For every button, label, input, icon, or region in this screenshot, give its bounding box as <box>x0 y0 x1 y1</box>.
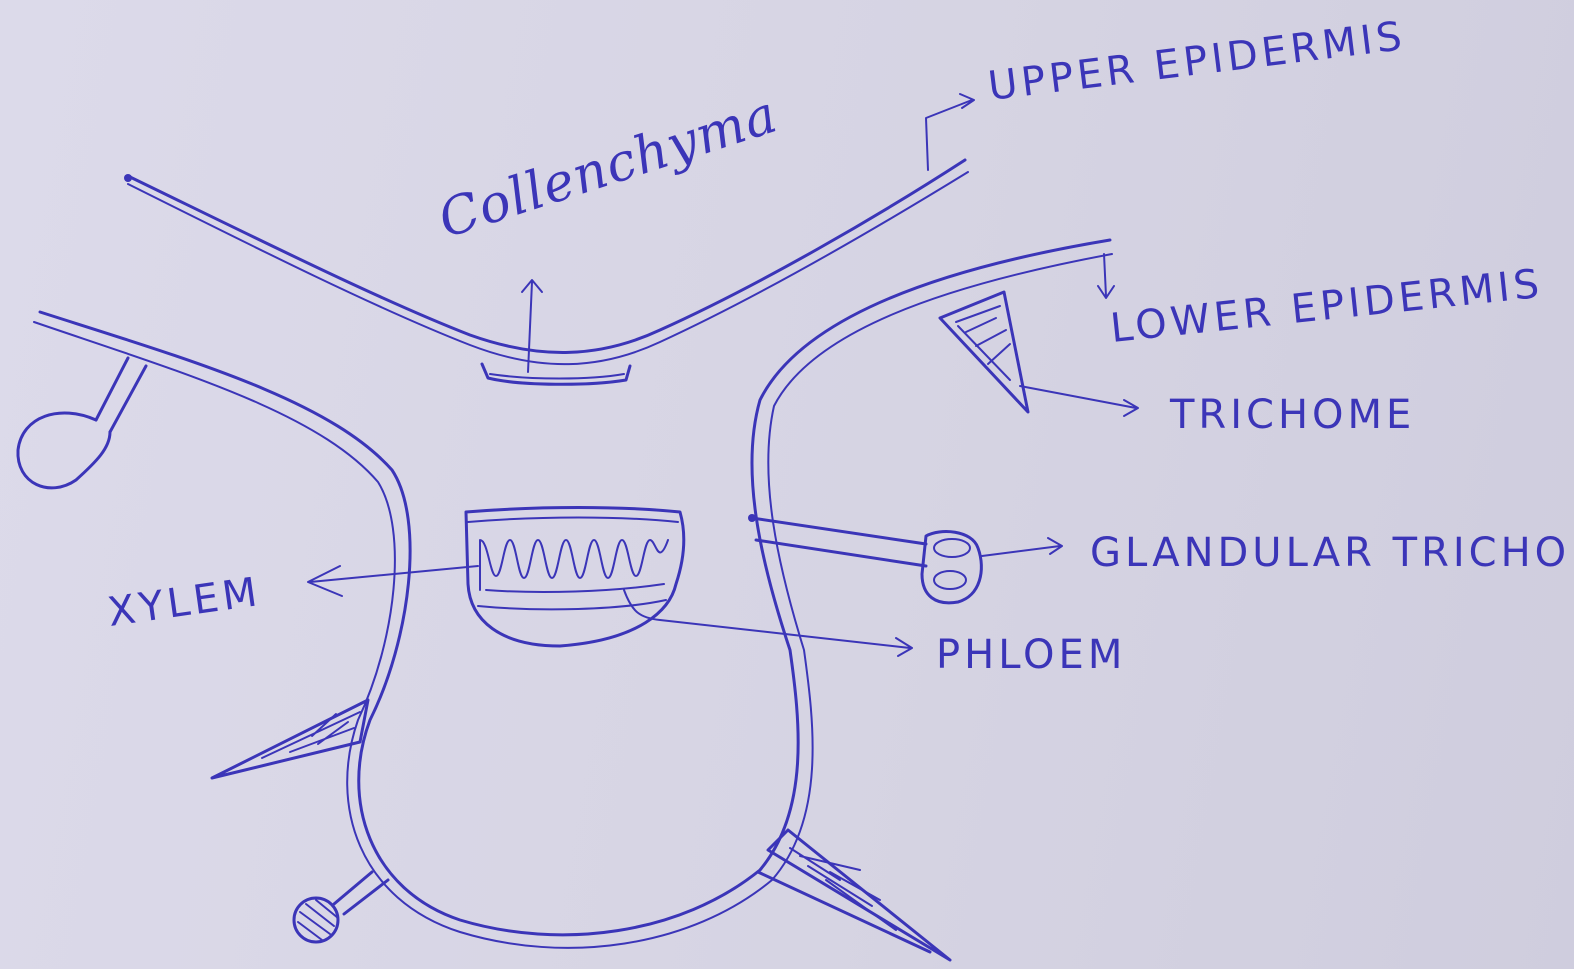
glandular-trichome-bottom <box>294 872 388 942</box>
trichome-lower-left <box>212 700 368 778</box>
phloem-pointer <box>624 590 912 656</box>
collenchyma-pointer <box>522 280 542 372</box>
lower-epidermis-label: LOWER EPIDERMIS <box>1108 261 1545 352</box>
glandular-trichome-pointer <box>982 538 1062 556</box>
collenchyma-patch <box>482 364 630 384</box>
upper-epidermis-label: UPPER EPIDERMIS <box>986 13 1409 110</box>
glandular-trichome-right <box>748 514 981 603</box>
lower-epidermis-pointer <box>1098 254 1114 298</box>
xylem-vessels <box>480 540 668 590</box>
upper-epidermis-pointer <box>926 94 974 170</box>
trichome-bottom-right <box>758 830 950 960</box>
glandular-trichome-left <box>18 358 146 488</box>
phloem-label: PHLOEM <box>936 632 1126 678</box>
vascular-bundle <box>466 508 684 647</box>
trichome-pointer <box>1020 386 1138 416</box>
trichome-upper-right <box>940 292 1028 412</box>
collenchyma-label: Collenchyma <box>431 85 784 251</box>
trichome-label: TRICHOME <box>1169 392 1415 438</box>
xylem-label: XYLEM <box>105 569 264 636</box>
glandular-trichome-label: GLANDULAR TRICHOME <box>1090 530 1574 576</box>
